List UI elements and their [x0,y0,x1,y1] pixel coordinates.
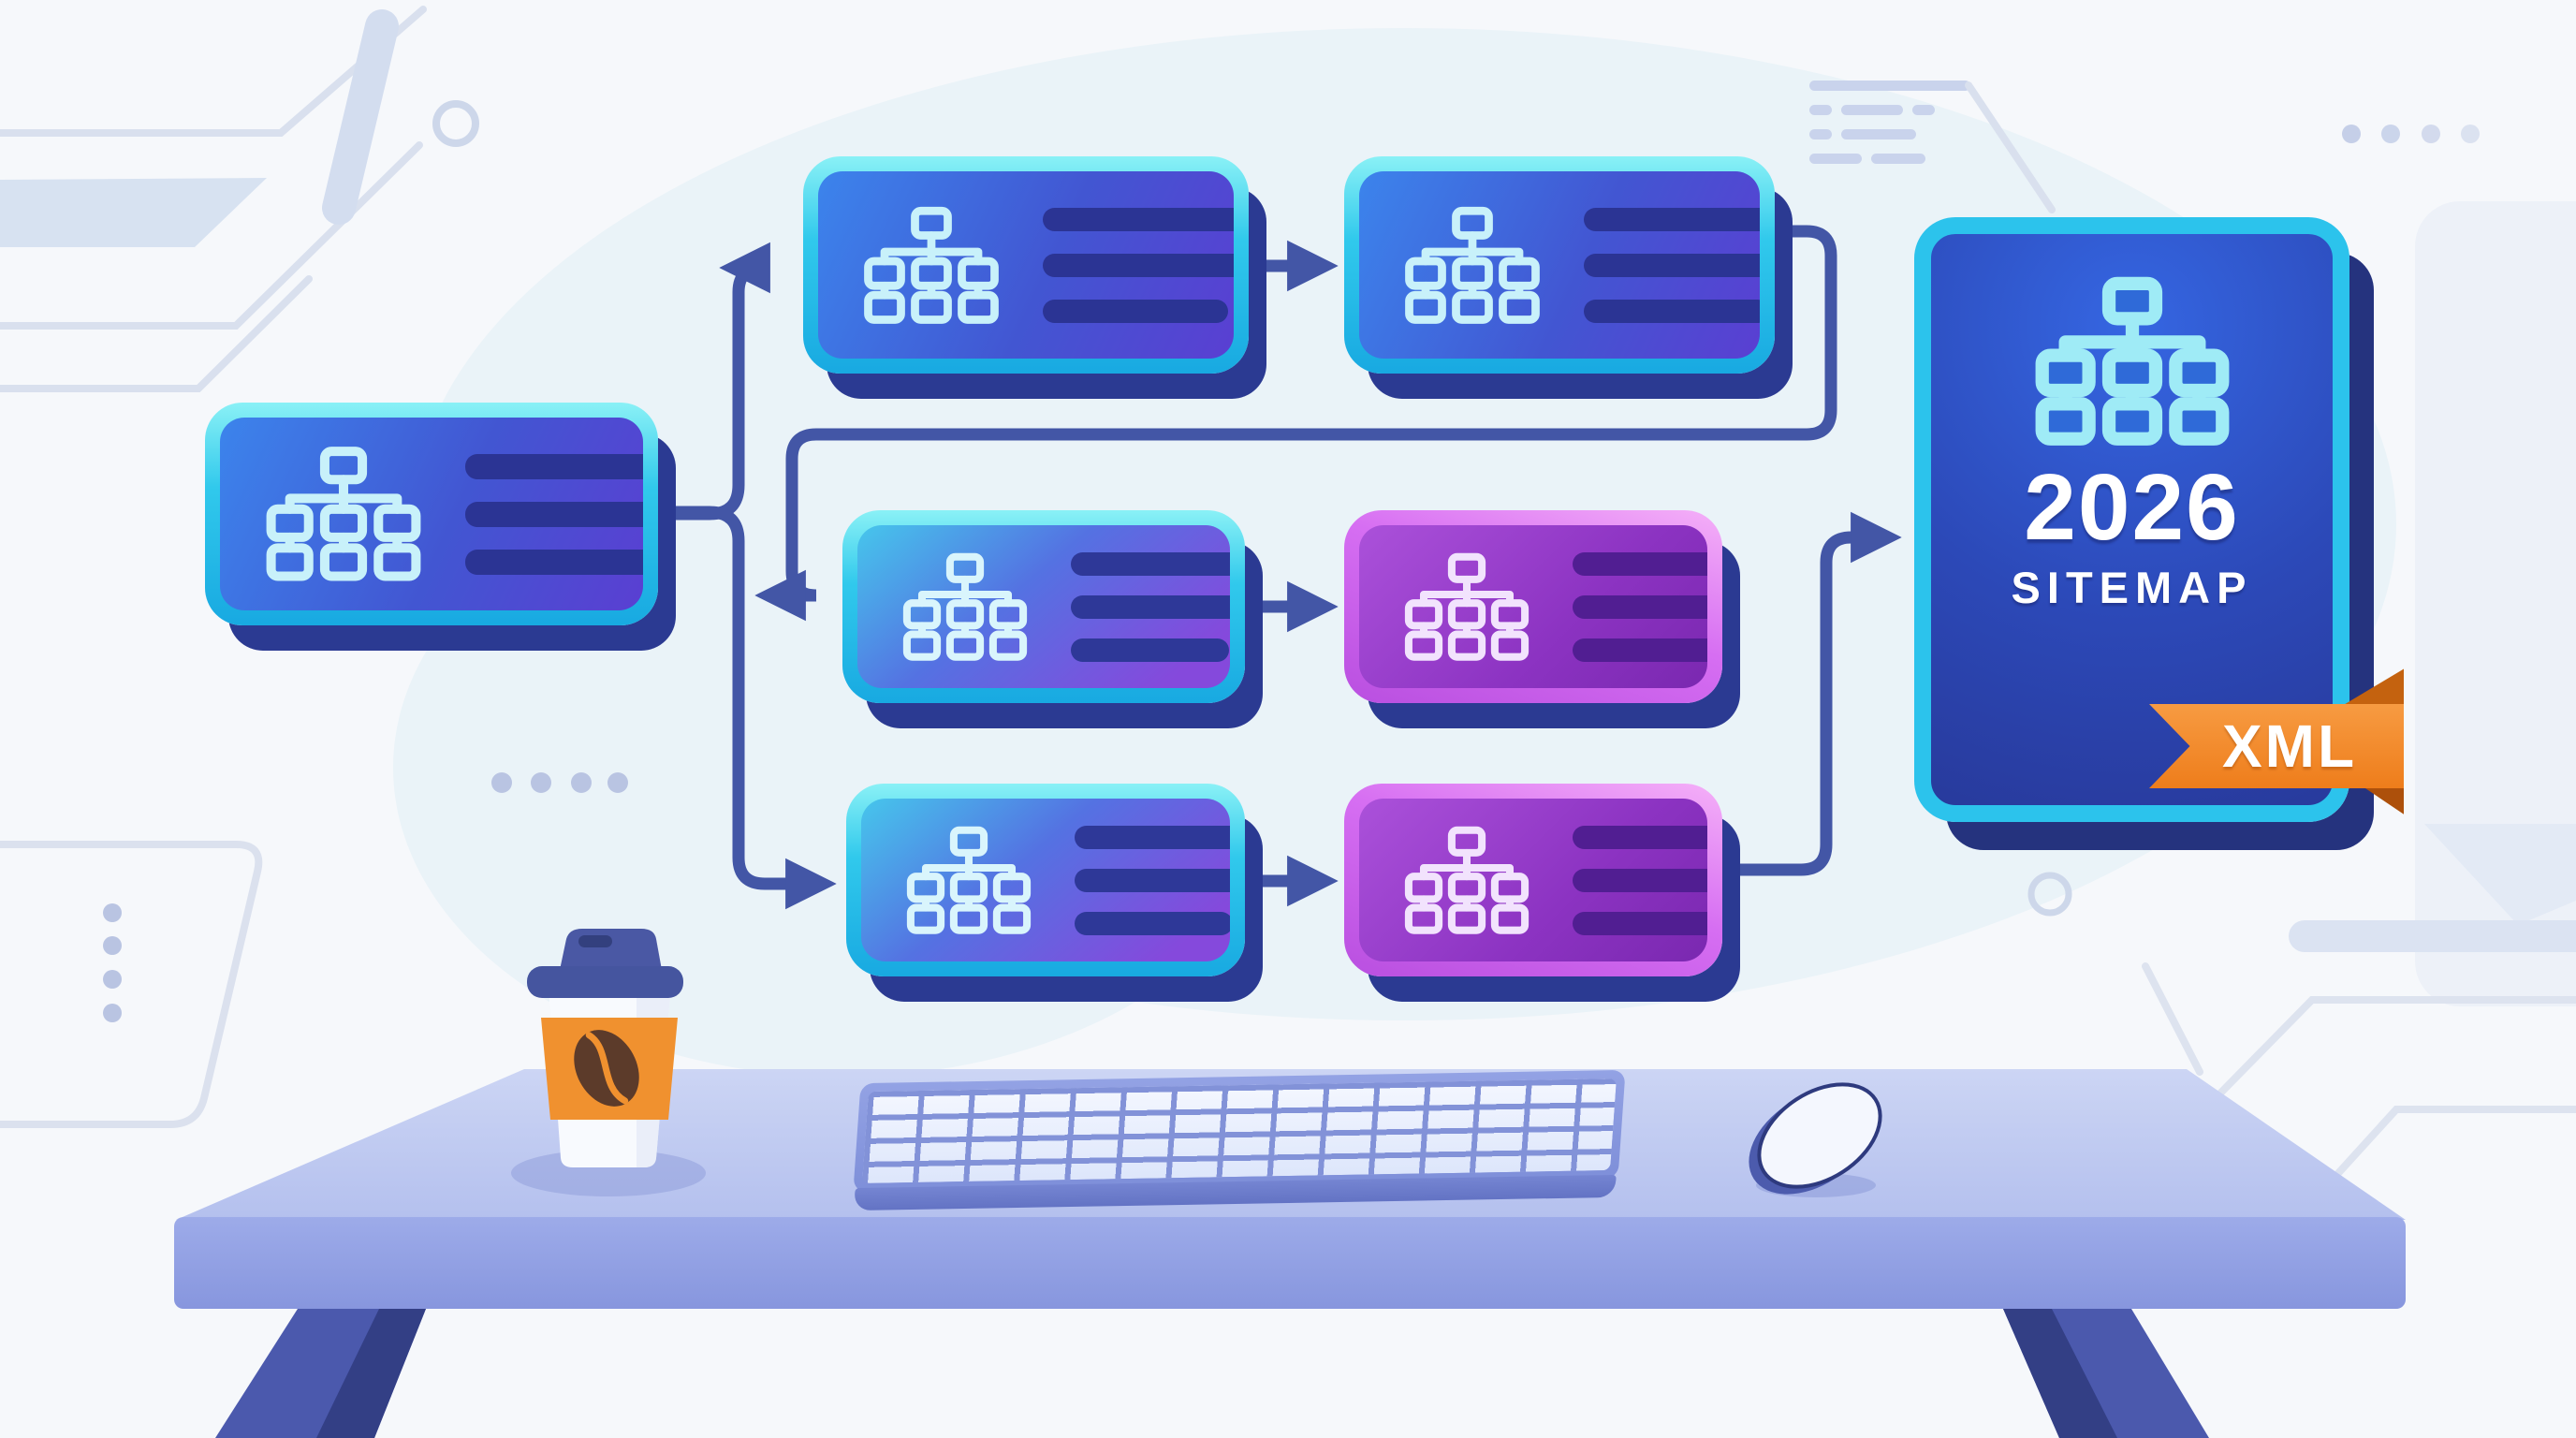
cup-shadow [511,1150,706,1196]
code-dashes-top-right [1809,81,1970,164]
dots-column-bottom-left [103,903,122,1022]
flow-node-bot-a [846,784,1245,976]
text-placeholder-lines [1043,207,1234,323]
connector-bot-b-to-poster [1725,511,1902,876]
ribbon-label: XML [2221,712,2358,780]
sitemap-icon [1405,206,1540,324]
circuit-diagonal [1965,81,2056,213]
poster-year: 2026 [2024,454,2240,560]
desk-leg-right [2003,1309,2209,1438]
cup-lid-dome [560,929,662,970]
keyboard [853,1069,1626,1193]
connector-top-b-to-mid-a [754,225,1837,622]
cup-lid-rim [527,966,683,998]
sitemap-icon [266,447,421,581]
text-placeholder-lines [465,453,643,575]
flow-node-top-b [1344,156,1775,374]
sitemap-icon [1404,552,1530,661]
text-placeholder-lines [1573,825,1707,935]
sitemap-icon [1404,826,1530,934]
sitemap-icon [2035,276,2229,446]
sitemap-icon [902,552,1028,661]
flow-node-mid-a [842,510,1245,703]
flow-node-bot-b [1344,784,1722,976]
poster-title: SITEMAP [2011,562,2253,612]
xml-ribbon: XML [2149,704,2404,788]
desk-front-edge [174,1217,2406,1309]
desk-leg-left [215,1309,426,1438]
connector-root-to-top [649,242,770,521]
connector-root-to-bottom [649,506,837,910]
coffee-bean-icon [574,1030,639,1107]
sitemap-icon [906,826,1032,934]
flow-node-top-a [803,156,1249,374]
circuit-bar-icon [322,9,399,225]
circuit-lines-bottom-right [2027,824,2576,1206]
dots-cluster-top-right [2342,125,2480,143]
mouse [1749,1082,1882,1197]
coffee-cup [511,929,706,1196]
text-placeholder-lines [1075,825,1230,935]
text-placeholder-lines [1573,551,1707,662]
sitemap-icon [864,206,999,324]
circuit-outline-bottom-left [0,841,263,1128]
ring-icon [432,100,479,147]
dots-cluster-left [491,772,628,793]
text-placeholder-lines [1584,207,1760,323]
flow-node-root [205,403,658,625]
flow-node-mid-b [1344,510,1722,703]
circuit-band-top-left [0,178,267,247]
keyboard-keys [862,1078,1617,1183]
text-placeholder-lines [1071,551,1230,662]
